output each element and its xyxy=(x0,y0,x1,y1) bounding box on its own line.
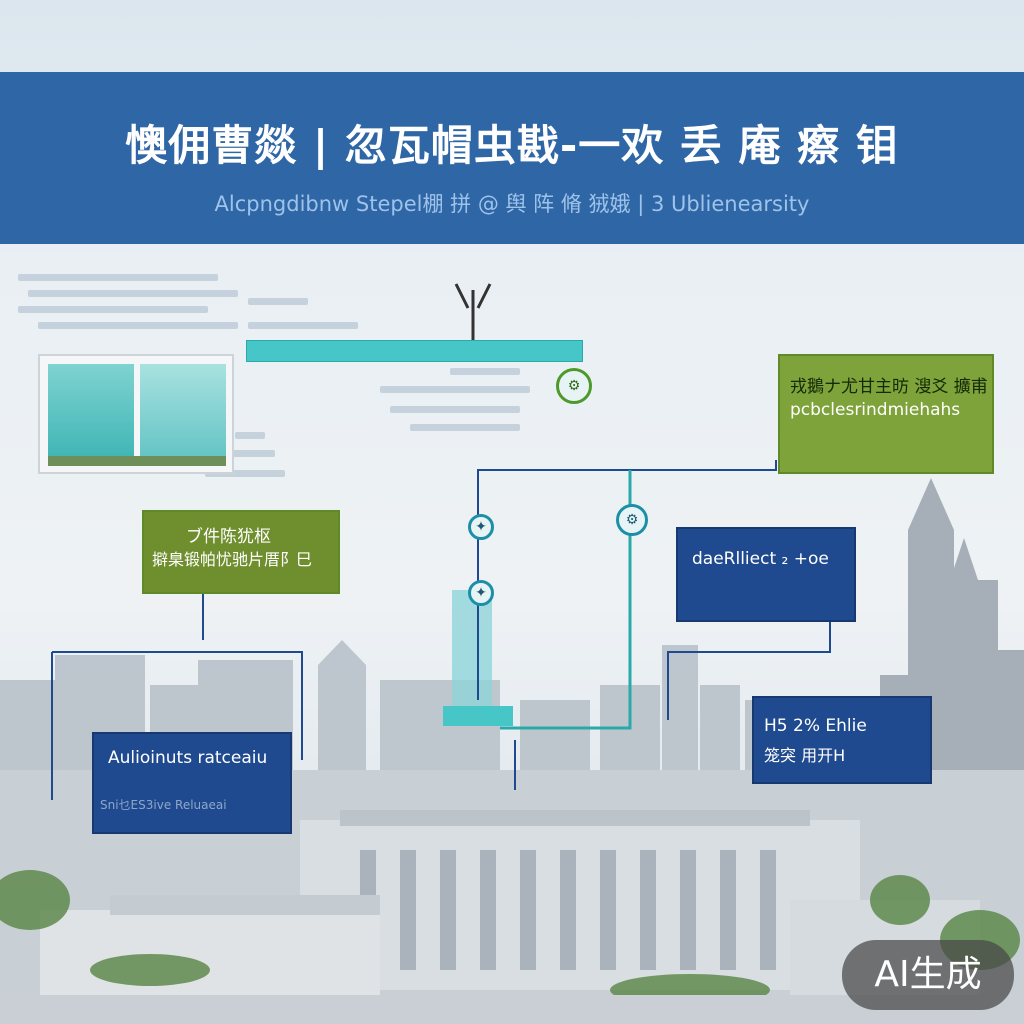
ai-generated-badge: AI生成 xyxy=(842,940,1014,1010)
coast-image-right xyxy=(140,364,226,466)
panel-line: Aulioinuts ratceaiu xyxy=(108,748,268,768)
page-title: 懊佣曹燚 | 忽瓦帽虫戡-一欢 丢 庵 瘵 钼 xyxy=(125,121,899,170)
panel-line: 笼突 用开H xyxy=(764,746,846,765)
faded-text-block xyxy=(248,296,368,336)
panel-line: daeRlliect ₂ +oe xyxy=(692,549,829,569)
panel-line: ブ件陈犹枢 xyxy=(186,527,271,547)
page-subtitle: Alcpngdibnw Stepel棚 拼 @ 舆 阵 脩 狨娥 | 3 Ubl… xyxy=(214,192,810,216)
teal-bar xyxy=(246,340,583,362)
antenna-icon xyxy=(448,280,498,340)
panel-line: H5 2% Ehlie xyxy=(764,716,867,736)
faded-text-block xyxy=(380,366,530,436)
faded-text-block xyxy=(195,430,285,490)
network-node-icon: ✦ xyxy=(468,514,494,540)
header-banner xyxy=(0,72,1024,244)
coast-image-left xyxy=(48,364,134,466)
panel-line: pcbclesrindmiehahs xyxy=(790,400,961,420)
info-panel-navy-right: H5 2% Ehlie 笼突 用开H xyxy=(752,696,932,784)
info-panel-navy-left: Aulioinuts ratceaiu Sni乜ES3ive Reluaeai xyxy=(92,732,292,834)
network-node-icon: ✦ xyxy=(468,580,494,606)
network-node-icon: ⚙ xyxy=(616,504,648,536)
faded-text-block xyxy=(18,270,238,340)
info-panel-green-right: 戎鵝ナ尤甘主昉 溲爻 擴甫 pcbclesrindmiehahs xyxy=(778,354,994,474)
panel-line: 戎鵝ナ尤甘主昉 溲爻 擴甫 xyxy=(790,377,988,397)
info-panel-green-left: ブ件陈犹枢 擗臬锻帕忧驰片厝阝巳 xyxy=(142,510,340,594)
shoreline xyxy=(48,456,226,466)
photo-panel xyxy=(38,354,234,474)
panel-line: Sni乜ES3ive Reluaeai xyxy=(100,798,227,812)
panel-line: 擗臬锻帕忧驰片厝阝巳 xyxy=(152,550,313,569)
gear-network-icon: ⚙ xyxy=(556,368,592,404)
info-panel-navy-mid: daeRlliect ₂ +oe xyxy=(676,527,856,622)
